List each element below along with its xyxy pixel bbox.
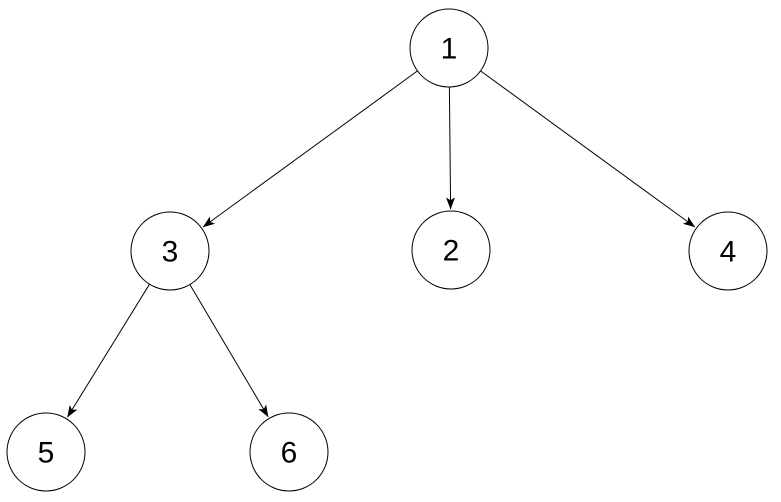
node-label-1: 1 — [441, 33, 458, 66]
tree-node-3: 3 — [130, 211, 210, 291]
node-label-5: 5 — [38, 437, 55, 470]
node-circle-3 — [130, 211, 210, 291]
tree-edge-1-3 — [202, 70, 418, 228]
tree-edge-1-2 — [445, 86, 455, 210]
node-circle-2 — [411, 210, 491, 290]
node-label-3: 3 — [162, 236, 179, 269]
node-circle-5 — [6, 412, 86, 492]
node-circle-1 — [409, 8, 489, 88]
node-circle-6 — [249, 412, 329, 492]
tree-node-1: 1 — [409, 8, 489, 88]
tree-node-2: 2 — [411, 210, 491, 290]
tree-node-4: 4 — [688, 211, 768, 291]
node-circle-4 — [688, 211, 768, 291]
node-label-4: 4 — [720, 236, 737, 269]
tree-edge-3-6 — [189, 284, 269, 418]
tree-edge-1-4 — [480, 70, 696, 228]
tree-node-6: 6 — [249, 412, 329, 492]
node-label-6: 6 — [281, 437, 298, 470]
tree-node-5: 5 — [6, 412, 86, 492]
node-label-2: 2 — [443, 235, 460, 268]
tree-edge-3-5 — [67, 283, 150, 418]
